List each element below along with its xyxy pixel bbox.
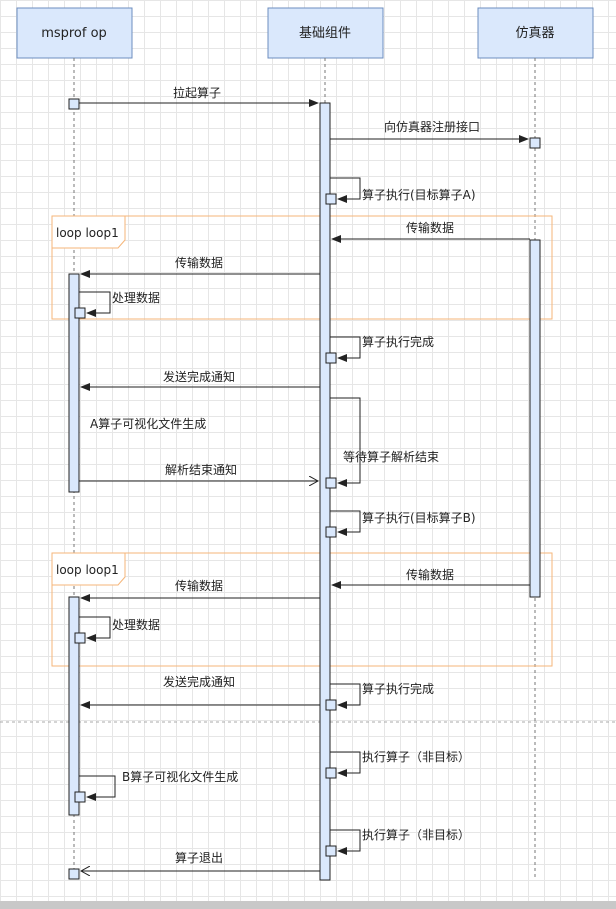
- msg-exec-done-2: 算子执行完成: [362, 681, 434, 696]
- activation-basic-exec-done-1: [325, 352, 337, 364]
- activation-msprof-1-nested: [74, 307, 86, 319]
- msg-exec-nontarget-1: 执行算子（非目标）: [362, 749, 470, 764]
- activation-msprof-start: [68, 98, 80, 110]
- participant-simulator-label: 仿真器: [515, 26, 554, 41]
- msg-process-data-2: 处理数据: [112, 617, 160, 632]
- activation-basic-exec-b: [325, 526, 337, 538]
- selfcall-exec-done-1: [330, 336, 361, 362]
- msg-exec-nontarget-2: 执行算子（非目标）: [362, 827, 470, 842]
- selfcall-process-data-1: [79, 291, 111, 317]
- msg-send-done-notice-2: 发送完成通知: [163, 674, 235, 689]
- loop-frame-1: [51, 215, 553, 320]
- activation-msprof-2-nested: [74, 632, 86, 644]
- participant-simulator-box[interactable]: [477, 7, 594, 59]
- selfcall-exec-done-2: [330, 683, 361, 709]
- msg-transfer-data-2: 传输数据: [175, 255, 223, 270]
- msg-transfer-data-1: 传输数据: [406, 220, 454, 235]
- selfcall-b-visual-file: [79, 775, 116, 801]
- activation-basic-exec-done-2: [325, 699, 337, 711]
- activation-simulator-main: [529, 239, 541, 598]
- selfcall-process-data-2: [79, 616, 111, 642]
- selfcall-exec-target-a: [330, 177, 361, 203]
- activation-msprof-1: [68, 273, 80, 493]
- msg-process-data-1: 处理数据: [112, 290, 160, 305]
- activation-simulator-register: [529, 137, 541, 149]
- loop-frame-2: [51, 552, 553, 667]
- msg-wait-parse-end: 等待算子解析结束: [343, 449, 439, 464]
- selfcall-wait-parse-end: [330, 397, 361, 487]
- selfcall-exec-nontarget-1: [330, 751, 361, 777]
- msg-transfer-data-3: 传输数据: [406, 567, 454, 582]
- activation-msprof-2: [68, 596, 80, 816]
- activation-msprof-2-nested-b: [74, 791, 86, 803]
- msg-operator-exit: 算子退出: [175, 850, 223, 865]
- bottom-scrollbar-strip: [0, 901, 616, 909]
- selfcall-exec-nontarget-2: [330, 829, 361, 855]
- participant-basic-box[interactable]: [267, 7, 384, 59]
- msg-parse-end-notice: 解析结束通知: [165, 463, 237, 477]
- activation-basic-exec-a: [325, 193, 337, 205]
- msg-transfer-data-4: 传输数据: [175, 578, 223, 593]
- activation-basic-wait-parse: [325, 477, 337, 489]
- msg-exec-target-b: 算子执行(目标算子B): [362, 510, 476, 525]
- loop-tab-1: [51, 215, 126, 249]
- msg-exec-done-1: 算子执行完成: [362, 334, 434, 349]
- msg-register-interface: 向仿真器注册接口: [384, 119, 480, 134]
- note-a-visual-file: A算子可视化文件生成: [90, 416, 206, 431]
- loop-tab-2: [51, 552, 126, 586]
- loop-label-2: loop loop1: [56, 563, 119, 577]
- selfcall-exec-target-b: [330, 510, 361, 536]
- msg-send-done-notice-1: 发送完成通知: [163, 369, 235, 384]
- participant-msprof-box[interactable]: [16, 7, 133, 59]
- activation-basic-main: [319, 102, 331, 881]
- activation-msprof-exit: [68, 868, 80, 880]
- loop-label-1: loop loop1: [56, 226, 119, 240]
- activation-basic-nontarget-2: [325, 845, 337, 857]
- activation-basic-nontarget-1: [325, 767, 337, 779]
- msg-launch-operator: 拉起算子: [173, 85, 221, 100]
- participant-msprof-label: msprof op: [41, 26, 107, 41]
- msg-exec-target-a: 算子执行(目标算子A): [362, 187, 476, 202]
- msg-b-visual-file: B算子可视化文件生成: [122, 769, 238, 784]
- participant-basic-label: 基础组件: [299, 26, 351, 41]
